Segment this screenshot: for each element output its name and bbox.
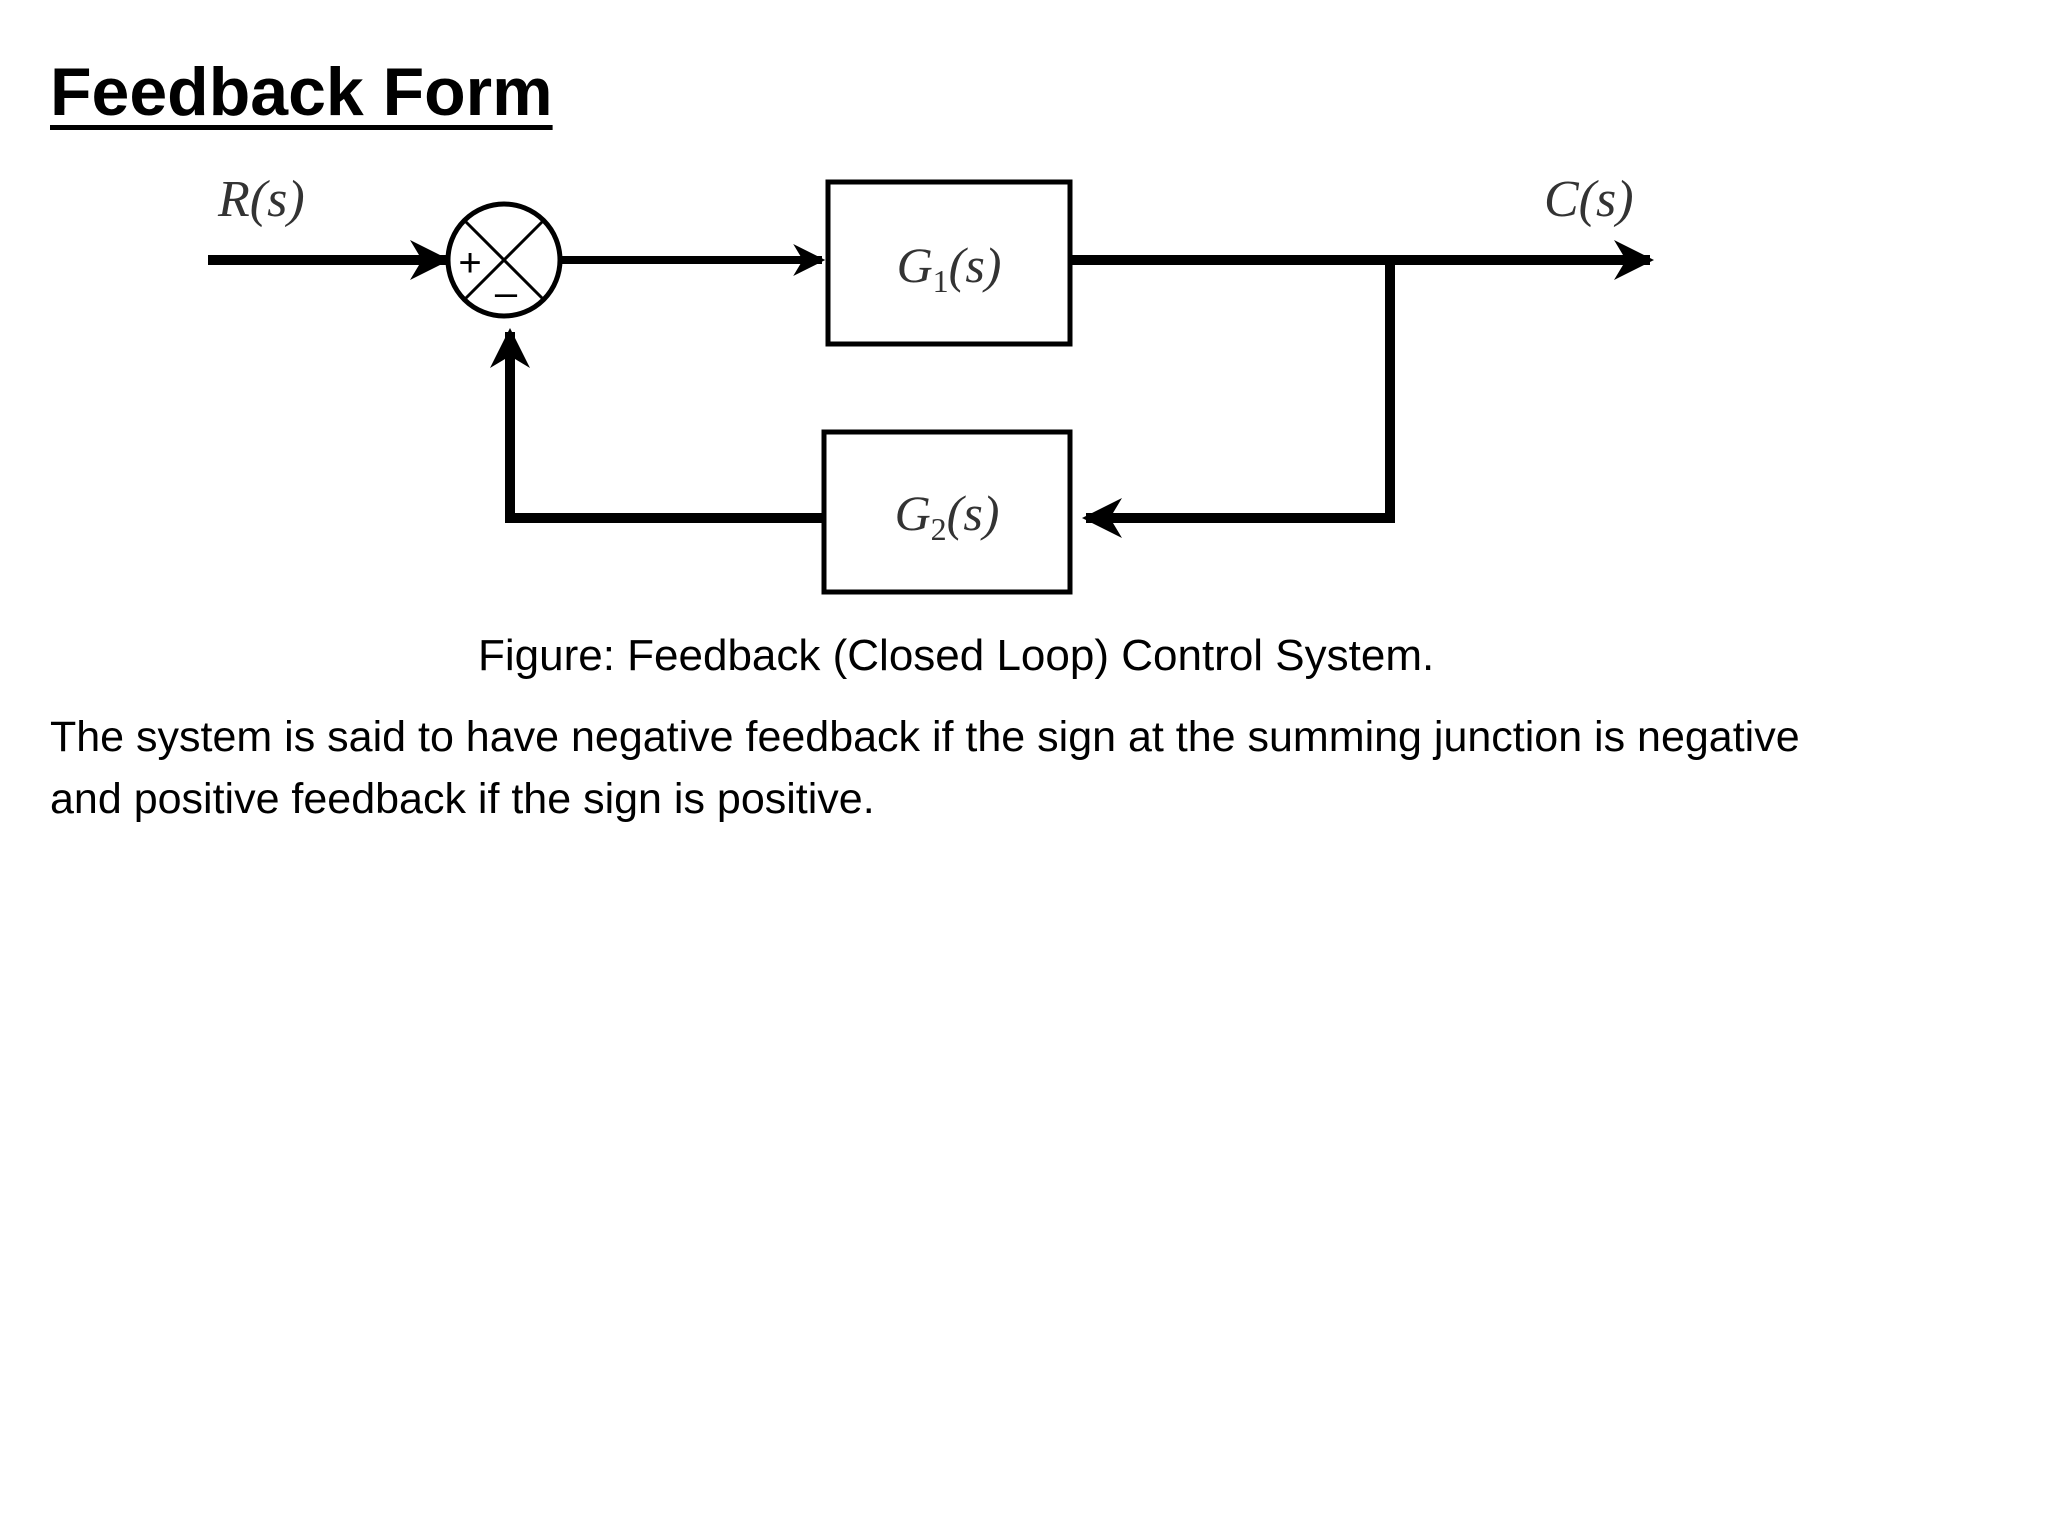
- forward-block-arg: (s): [949, 237, 1002, 293]
- summing-junction: + –: [445, 201, 563, 319]
- forward-block-subscript: 1: [933, 263, 949, 299]
- body-line: and positive feedback if the sign is pos…: [50, 775, 875, 823]
- block-diagram: R(s) + – G1(s) C(s): [208, 171, 1654, 595]
- figure-caption: Figure: Feedback (Closed Loop) Control S…: [478, 631, 1435, 680]
- feedback-takeoff-path: [1082, 260, 1395, 538]
- forward-block-name: G: [897, 237, 933, 293]
- body-paragraph: The system is said to have negative feed…: [50, 706, 2010, 830]
- body-line: The system is said to have negative feed…: [50, 713, 1800, 761]
- feedback-block-name: G: [895, 485, 931, 541]
- forward-block: G1(s): [825, 179, 1073, 347]
- plus-sign: +: [458, 241, 481, 285]
- svg-text:G1(s): G1(s): [897, 237, 1002, 299]
- minus-sign: –: [495, 271, 518, 315]
- svg-text:G2(s): G2(s): [895, 485, 1000, 547]
- feedback-block-subscript: 2: [931, 511, 947, 547]
- feedback-block: G2(s): [821, 429, 1073, 595]
- feedback-return-path: [490, 328, 824, 523]
- feedback-block-arg: (s): [947, 485, 1000, 541]
- slide-title: Feedback Form: [50, 54, 553, 130]
- input-label: R(s): [217, 171, 305, 228]
- output-label: C(s): [1544, 171, 1634, 228]
